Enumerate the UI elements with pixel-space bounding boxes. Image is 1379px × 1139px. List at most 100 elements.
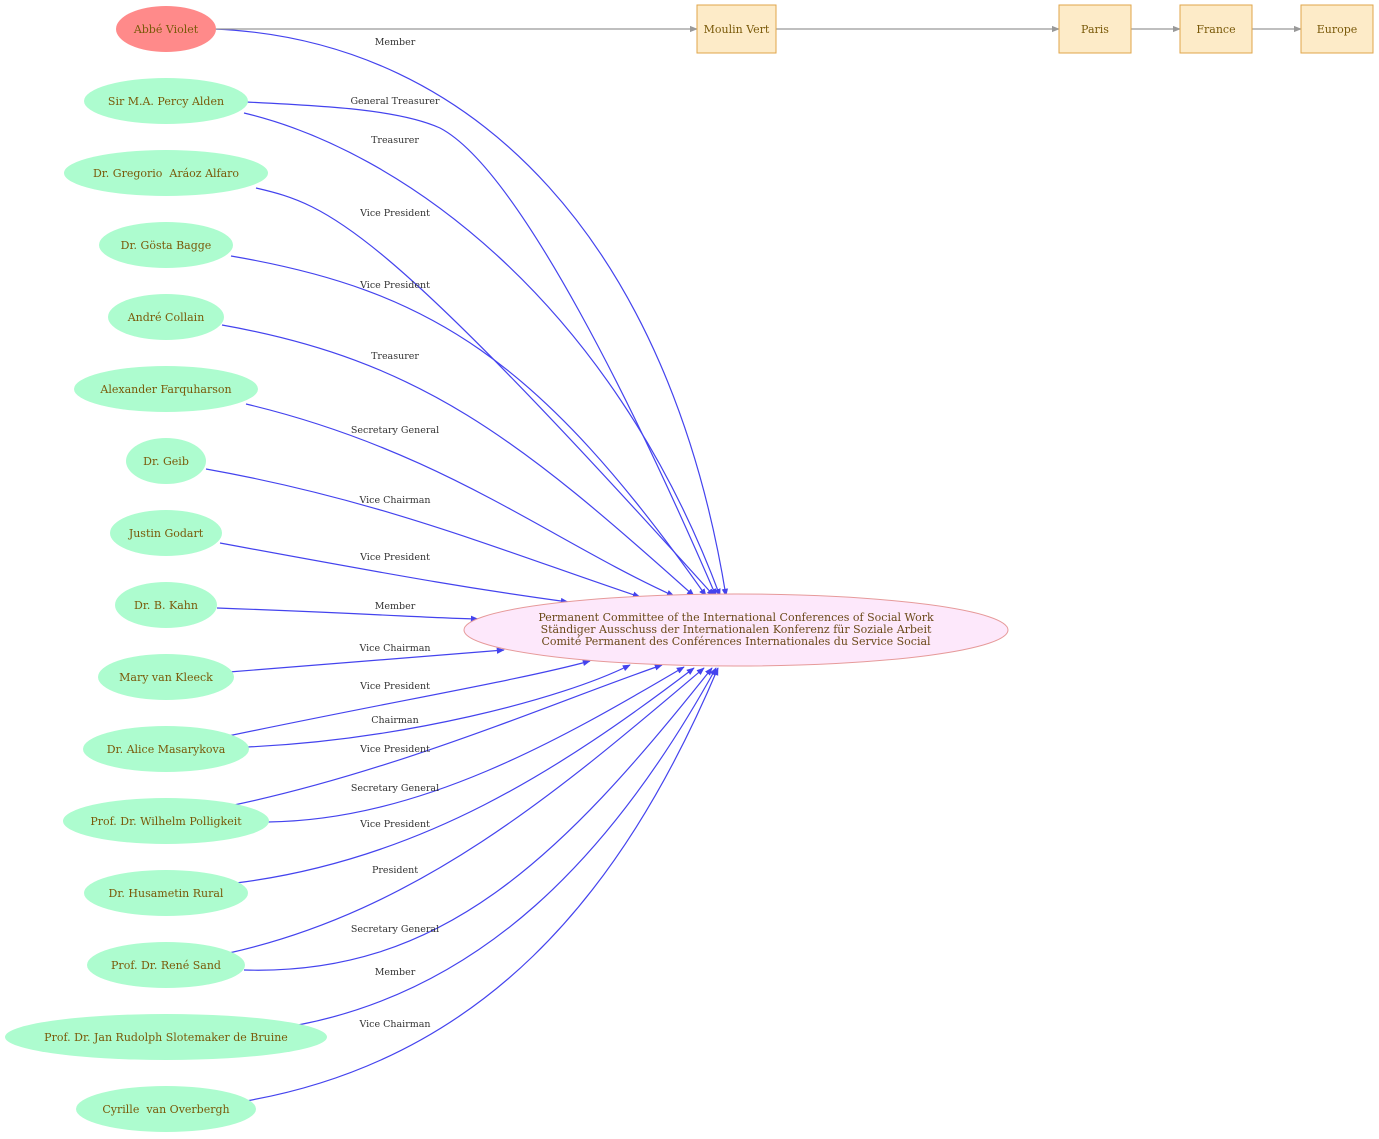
role-edge-president xyxy=(228,667,705,954)
person-node-dr-gregorio-araoz-alfaro[interactable]: Dr. Gregorio Aráoz Alfaro xyxy=(64,150,268,196)
person-name: Dr. Husametin Rural xyxy=(109,887,224,900)
role-edge-treasurer xyxy=(243,112,721,597)
role-label: Secretary General xyxy=(351,425,439,436)
person-node-shape xyxy=(84,870,248,916)
committee-node[interactable]: Permanent Committee of the International… xyxy=(463,593,1009,667)
person-node-shape xyxy=(126,438,206,484)
role-label: General Treasurer xyxy=(350,96,440,107)
person-name: Prof. Dr. Wilhelm Polligkeit xyxy=(90,815,242,828)
role-label: Vice President xyxy=(359,552,430,563)
person-node-dr-geib[interactable]: Dr. Geib xyxy=(126,438,206,484)
role-edge-vice-president xyxy=(233,664,663,806)
place-name: France xyxy=(1196,23,1235,36)
role-edge-vice-chairman xyxy=(245,667,719,1102)
person-name: Justin Godart xyxy=(128,527,204,540)
edges-layer xyxy=(205,25,1302,1102)
place-name: Europe xyxy=(1317,23,1358,36)
person-name: Dr. B. Kahn xyxy=(134,599,198,612)
person-name: Abbé Violet xyxy=(133,23,199,36)
role-label: Secretary General xyxy=(351,924,439,935)
person-node-shape xyxy=(74,366,258,412)
role-edge-vice-chairman xyxy=(205,468,641,598)
person-node-shape xyxy=(110,510,222,556)
person-name: Mary van Kleeck xyxy=(119,671,213,684)
person-node-shape xyxy=(87,942,245,988)
person-name: Alexander Farquharson xyxy=(99,383,231,396)
person-name: Prof. Dr. Jan Rudolph Slotemaker de Brui… xyxy=(44,1031,288,1044)
person-node-prof-dr-rene-sand[interactable]: Prof. Dr. René Sand xyxy=(87,942,245,988)
person-name: Dr. Alice Masarykova xyxy=(107,743,226,756)
role-label: Vice Chairman xyxy=(358,495,430,506)
person-node-shape xyxy=(64,150,268,196)
committee-node-shape xyxy=(463,593,1009,667)
role-edge-secretary-general xyxy=(267,666,685,823)
person-name: Dr. Geib xyxy=(143,455,189,468)
person-node-prof-dr-wilhelm-polligkeit[interactable]: Prof. Dr. Wilhelm Polligkeit xyxy=(63,798,269,844)
place-node-shape xyxy=(696,4,777,54)
role-label: Vice Chairman xyxy=(358,1019,430,1030)
role-edge-vice-president xyxy=(255,187,715,597)
person-node-shape xyxy=(63,798,269,844)
role-edge-vice-president xyxy=(230,255,707,597)
person-node-sir-m-a-percy-alden[interactable]: Sir M.A. Percy Alden xyxy=(84,78,248,124)
place-node-france[interactable]: France xyxy=(1179,4,1253,54)
person-node-dr-b-kahn[interactable]: Dr. B. Kahn xyxy=(115,582,217,628)
nodes-layer: Permanent Committee of the International… xyxy=(5,4,1374,1132)
person-name: Prof. Dr. René Sand xyxy=(111,959,221,972)
person-node-dr-alice-masarykova[interactable]: Dr. Alice Masarykova xyxy=(83,726,249,772)
person-node-shape xyxy=(5,1014,327,1060)
place-node-shape xyxy=(1179,4,1253,54)
role-label: Member xyxy=(375,37,416,48)
place-node-shape xyxy=(1058,4,1132,54)
person-node-dr-husametin-rural[interactable]: Dr. Husametin Rural xyxy=(84,870,248,916)
person-name: Dr. Gregorio Aráoz Alfaro xyxy=(93,167,239,180)
role-edge-vice-president xyxy=(227,659,591,737)
committee-name-line: Ständiger Ausschuss der Internationalen … xyxy=(541,623,932,636)
role-edge-general-treasurer xyxy=(245,101,717,597)
person-node-mary-van-kleeck[interactable]: Mary van Kleeck xyxy=(98,654,234,700)
place-name: Moulin Vert xyxy=(704,23,770,36)
role-label: Secretary General xyxy=(351,783,439,794)
person-node-andre-collain[interactable]: André Collain xyxy=(108,294,224,340)
person-node-abbe-violet[interactable]: Abbé Violet xyxy=(116,6,216,52)
role-label: President xyxy=(372,865,418,876)
role-edge-treasurer xyxy=(221,324,695,597)
place-node-europe[interactable]: Europe xyxy=(1300,4,1374,54)
role-label: Vice Chairman xyxy=(358,643,430,654)
role-label: Vice President xyxy=(359,744,430,755)
role-edge-secretary-general xyxy=(245,403,675,597)
place-name: Paris xyxy=(1081,23,1109,36)
person-node-shape xyxy=(83,726,249,772)
role-label: Member xyxy=(375,601,416,612)
role-label: Vice President xyxy=(359,280,430,291)
role-label: Vice President xyxy=(359,819,430,830)
role-label: Member xyxy=(375,967,416,978)
person-node-prof-dr-jan-rudolph-slotemaker-de-bruine[interactable]: Prof. Dr. Jan Rudolph Slotemaker de Brui… xyxy=(5,1014,327,1060)
place-node-paris[interactable]: Paris xyxy=(1058,4,1132,54)
role-edge-vice-chairman xyxy=(228,647,505,673)
place-node-moulin-vert[interactable]: Moulin Vert xyxy=(696,4,777,54)
person-name: Cyrille van Overbergh xyxy=(102,1103,229,1116)
role-edge-vice-president xyxy=(235,667,695,884)
role-edge-chairman xyxy=(247,664,631,748)
person-name: Sir M.A. Percy Alden xyxy=(108,95,224,108)
role-label: Treasurer xyxy=(371,135,419,146)
person-name: Dr. Gösta Bagge xyxy=(121,239,212,252)
person-node-shape xyxy=(115,582,217,628)
person-node-justin-godart[interactable]: Justin Godart xyxy=(110,510,222,556)
role-edge-member xyxy=(216,607,479,623)
person-node-shape xyxy=(98,654,234,700)
person-node-shape xyxy=(108,294,224,340)
person-node-shape xyxy=(99,222,233,268)
role-edge-member xyxy=(297,667,717,1026)
person-node-cyrille-van-overbergh[interactable]: Cyrille van Overbergh xyxy=(76,1086,256,1132)
role-label: Vice President xyxy=(359,681,430,692)
role-label: Vice President xyxy=(359,208,430,219)
place-node-shape xyxy=(1300,4,1374,54)
person-node-dr-gosta-bagge[interactable]: Dr. Gösta Bagge xyxy=(99,222,233,268)
person-node-alexander-farquharson[interactable]: Alexander Farquharson xyxy=(74,366,258,412)
role-label: Chairman xyxy=(371,715,418,726)
committee-name-line: Permanent Committee of the International… xyxy=(538,611,934,624)
